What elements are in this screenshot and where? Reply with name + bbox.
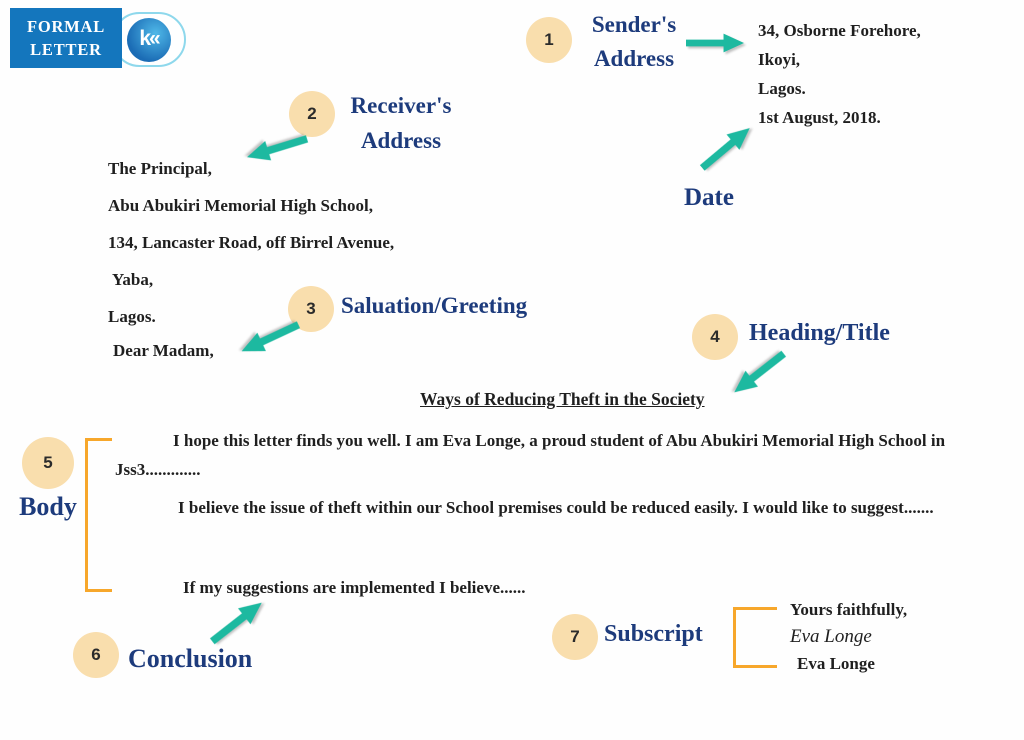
label-conclusion: Conclusion [128, 644, 253, 673]
callout-number-5-text: 5 [43, 453, 53, 472]
label-senders-address: Sender's Address [591, 12, 677, 71]
callout-number-5: 5 [22, 437, 74, 489]
receiver-address-line: Yaba, [112, 270, 154, 289]
sender-address-line: 1st August, 2018. [758, 108, 881, 127]
salutation-text: Dear Madam, [113, 341, 214, 360]
subscript-bracket [733, 607, 777, 668]
callout-number-4-text: 4 [710, 327, 720, 346]
label-heading-title: Heading/Title [749, 320, 890, 346]
heading-arrow-icon [726, 344, 791, 402]
sender-address-arrow-icon [686, 31, 744, 55]
label-subscript: Subscript [604, 621, 703, 647]
date-arrow-icon [695, 119, 758, 177]
receiver-address-block: The Principal, Abu Abukiri Memorial High… [108, 150, 394, 335]
page-title-line1: FORMAL [26, 17, 106, 36]
label-body: Body [19, 492, 77, 521]
label-salutation: Saluation/Greeting [341, 293, 528, 318]
callout-number-2: 2 [289, 91, 335, 137]
receiver-address-line: Lagos. [108, 307, 156, 326]
signature-name-text: Eva Longe [797, 654, 875, 673]
sender-address-block: 34, Osborne Forehore, Ikoyi, Lagos. 1st … [758, 16, 921, 132]
signature-script-text: Eva Longe [790, 626, 872, 647]
salutation-arrow-icon [235, 313, 305, 363]
body-paragraph-2: I believe the issue of theft within our … [178, 498, 934, 517]
callout-number-1: 1 [526, 17, 572, 63]
letter-title-text: Ways of Reducing Theft in the Society [420, 389, 705, 409]
brand-logo: k« [112, 12, 186, 67]
callout-number-6: 6 [73, 632, 119, 678]
closing-text: Yours faithfully, [790, 600, 908, 619]
conclusion-arrow-icon [204, 593, 269, 651]
sender-address-line: 34, Osborne Forehore, [758, 21, 921, 40]
callout-number-7: 7 [552, 614, 598, 660]
receiver-address-line: The Principal, [108, 159, 212, 178]
label-receivers-address: Receiver's Address [350, 93, 452, 153]
callout-number-3-text: 3 [306, 299, 316, 318]
page-title-line2: LETTER [30, 40, 102, 59]
conclusion-text: If my suggestions are implemented I beli… [183, 578, 526, 597]
receiver-address-line: 134, Lancaster Road, off Birrel Avenue, [108, 233, 395, 252]
sender-address-line: Ikoyi, [758, 50, 801, 69]
callout-number-1-text: 1 [544, 30, 554, 49]
callout-number-6-text: 6 [91, 645, 101, 664]
sender-address-line: Lagos. [758, 79, 806, 98]
callout-number-7-text: 7 [570, 627, 580, 646]
receiver-address-arrow-icon [243, 127, 311, 169]
label-date: Date [684, 184, 734, 211]
brand-logo-icon: k« [127, 17, 171, 62]
page-title: FORMAL LETTER [10, 8, 122, 68]
body-paragraph-1: I hope this letter finds you well. I am … [115, 431, 946, 479]
receiver-address-line: Abu Abukiri Memorial High School, [108, 196, 373, 215]
subscript-block: Yours faithfully, Eva Longe Eva Longe [790, 596, 907, 677]
body-bracket [85, 438, 112, 592]
callout-number-2-text: 2 [307, 104, 317, 123]
callout-number-4: 4 [692, 314, 738, 360]
brand-logo-glyph: k« [139, 26, 160, 50]
